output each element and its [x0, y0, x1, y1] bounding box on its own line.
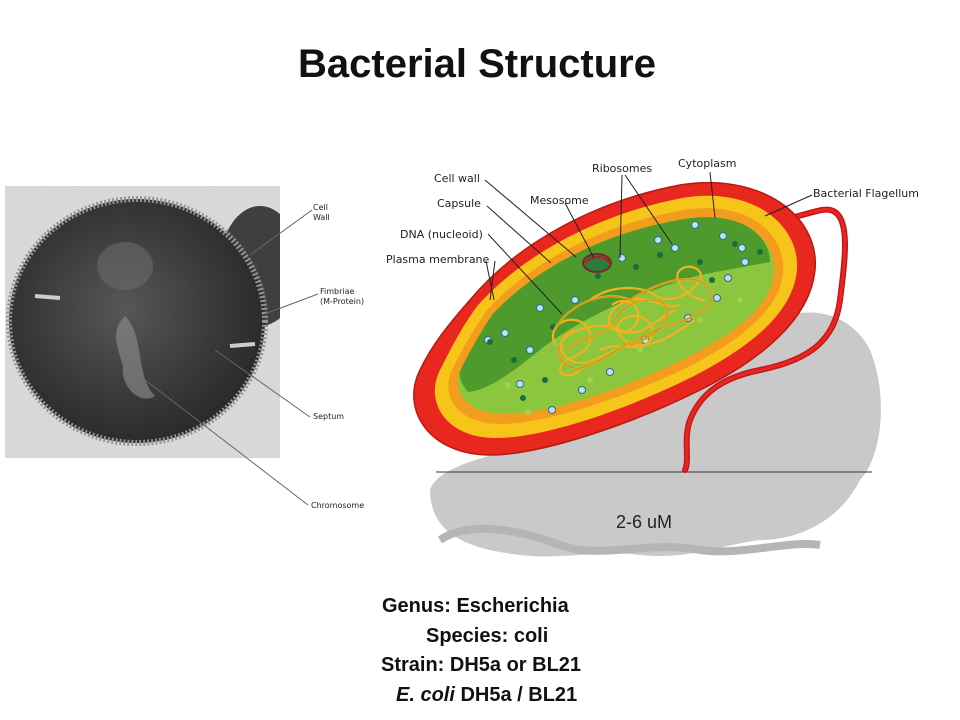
label-cytoplasm: Cytoplasm — [678, 157, 737, 170]
label-plasma-membrane: Plasma membrane — [386, 253, 490, 266]
page-title: Bacterial Structure — [298, 42, 656, 86]
info-species: Species: coli — [426, 624, 549, 647]
micrograph-label-septum: Septum — [313, 412, 345, 421]
info-ecoli-name: E. coli — [396, 683, 455, 706]
info-strain: Strain: DH5a or BL21 — [381, 654, 582, 676]
scale-label: 2-6 uM — [616, 512, 673, 532]
ribosomes — [484, 221, 749, 414]
info-ecoli-strains: DH5a / BL21 — [454, 683, 578, 706]
label-mesosome: Mesosome — [530, 194, 589, 207]
diagram-shadow — [430, 312, 881, 557]
label-dna-nucleoid: DNA (nucleoid) — [400, 228, 483, 241]
organism-info: Genus: Escherichia Species: coli Strain:… — [360, 592, 630, 710]
micrograph-label-chromosome: Chromosome — [311, 501, 365, 510]
label-ribosomes: Ribosomes — [592, 162, 653, 175]
micrograph-label-fimbriae: Fimbriae (M-Protein) — [320, 287, 365, 306]
info-ecoli: E. coli DH5a / BL21 — [360, 681, 630, 711]
label-cell-wall: Cell wall — [434, 172, 480, 185]
info-genus: Genus: Escherichia — [382, 595, 569, 617]
micrograph-label-cell-wall: Cell Wall — [313, 203, 330, 222]
label-capsule: Capsule — [437, 197, 481, 210]
label-flagellum: Bacterial Flagellum — [813, 187, 919, 200]
mesosome — [582, 253, 612, 273]
